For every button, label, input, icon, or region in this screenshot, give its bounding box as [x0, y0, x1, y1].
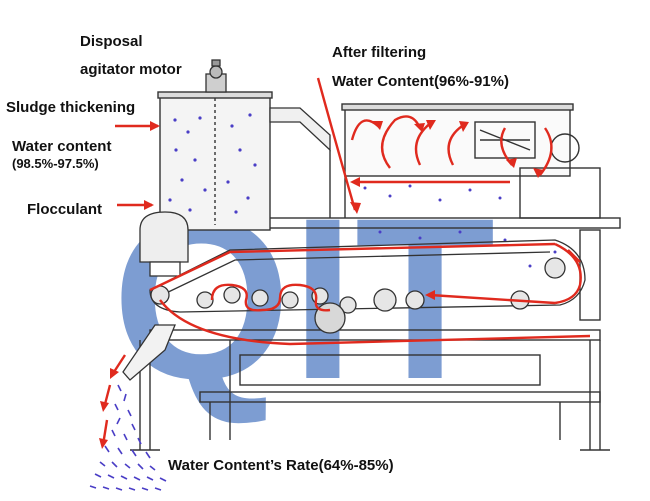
transfer-chute [269, 107, 331, 152]
filter-belt-path [149, 239, 586, 313]
label-water-content: Water content [12, 138, 112, 155]
drainage-particles [363, 184, 557, 268]
label-disposal: Disposal [80, 33, 143, 50]
label-flocculant: Flocculant [27, 201, 103, 218]
discharged-cake [89, 384, 167, 491]
label-agitator-motor: agitator motor [80, 61, 182, 78]
label-output-rate: Water Content’s Rate(64%-85%) [168, 457, 394, 474]
flow-arrowheads [99, 120, 544, 449]
label-after-filtering-value: Water Content(96%-91%) [332, 73, 509, 90]
flocculant-mixer [139, 211, 189, 277]
label-sludge-thickening: Sludge thickening [6, 99, 136, 116]
thickening-tank [157, 91, 273, 231]
tank-sludge-particles [168, 113, 257, 214]
label-after-filtering: After filtering [332, 44, 427, 61]
label-water-content-value: (98.5%-97.5%) [12, 156, 99, 171]
discharge-chute [122, 324, 176, 381]
agitator-motor-icon [205, 59, 227, 93]
